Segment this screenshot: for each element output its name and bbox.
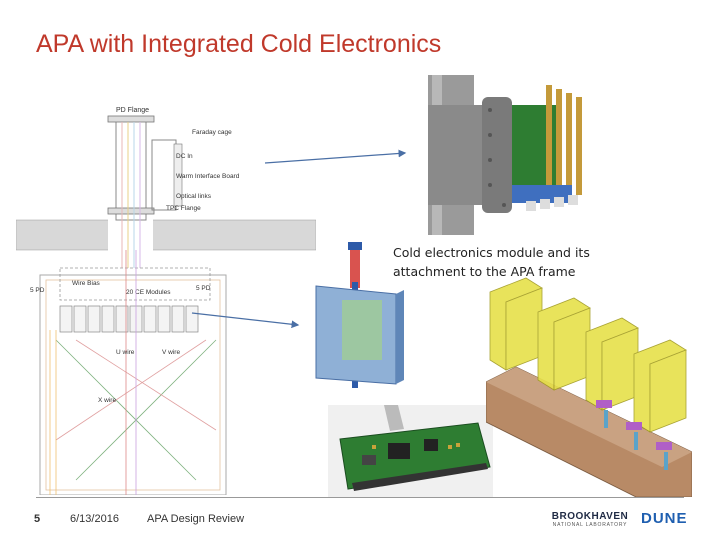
label-optical-links: Optical links (176, 193, 212, 200)
arrow-to-ce-module (191, 312, 300, 329)
label-u-wire: U wire (116, 349, 135, 356)
footer-date: 6/13/2016 (70, 513, 119, 525)
brookhaven-logo-subtext: NATIONAL LABORATORY (552, 522, 628, 528)
label-ce-modules: 20 CE Modules (126, 289, 171, 296)
label-wire-bias: Wire Bias (72, 280, 101, 287)
apa-frame-attachment-render (486, 277, 692, 497)
brookhaven-logo: BROOKHAVEN NATIONAL LABORATORY (549, 511, 631, 529)
label-pd-flange: PD Flange (116, 107, 149, 114)
label-tpc-flange: TPC Flange (166, 205, 201, 212)
ce-module-row (59, 305, 199, 333)
label-v-wire: V wire (162, 349, 180, 356)
apa-schematic-diagram: PD Flange Faraday cage DC In Warm Interf… (16, 107, 316, 495)
label-dc-in: DC In (176, 153, 193, 160)
footer-review-name: APA Design Review (147, 513, 245, 525)
apa-frame (39, 274, 227, 495)
feedthrough-render (428, 75, 582, 235)
label-5pd-right: 5 PD (196, 285, 211, 292)
label-x-wire: X wire (98, 397, 116, 404)
label-warm-interface-board: Warm Interface Board (176, 173, 240, 180)
footer-rule (36, 497, 684, 498)
figure-caption: Cold electronics module and its attachme… (393, 245, 590, 279)
dune-logo: DUNE (641, 510, 688, 527)
brookhaven-logo-text: BROOKHAVEN (551, 511, 629, 522)
cryostat-roof (16, 219, 316, 251)
ce-module-render (315, 242, 404, 388)
label-5pd-left: 5 PD (30, 287, 45, 294)
arrow-to-feedthrough (264, 149, 407, 164)
pcb-photo (328, 405, 493, 497)
slide-number: 5 (34, 513, 41, 525)
label-faraday-cage: Faraday cage (192, 129, 232, 136)
slide-title: APA with Integrated Cold Electronics (36, 30, 442, 58)
